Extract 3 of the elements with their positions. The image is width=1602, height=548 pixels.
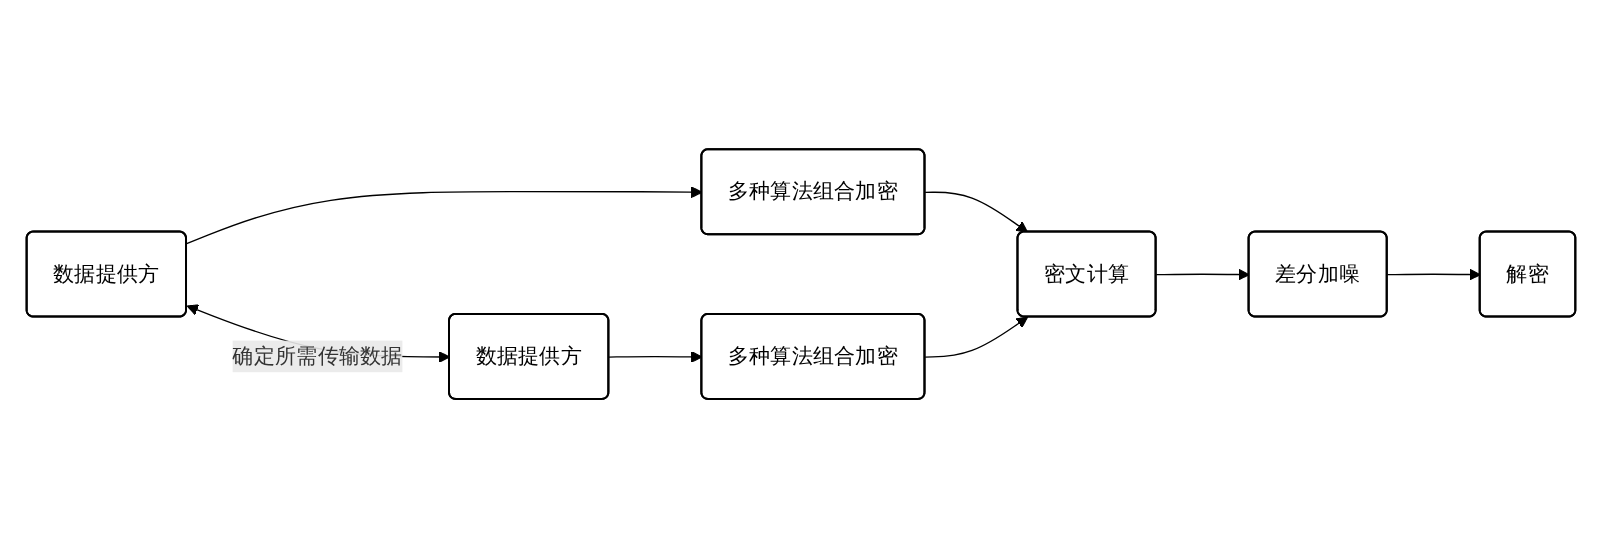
edge-label: 确定所需传输数据 [232, 344, 403, 367]
arrow [924, 316, 1029, 358]
arrow [924, 191, 1029, 233]
